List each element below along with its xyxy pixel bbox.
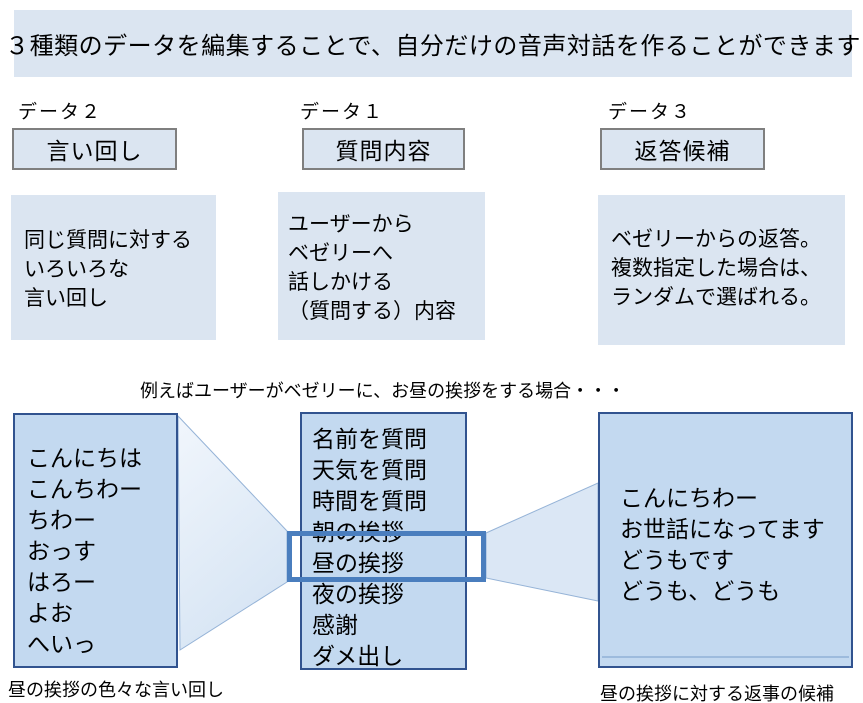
- example-caption: 例えばユーザーがベゼリーに、お昼の挨拶をする場合・・・: [140, 381, 626, 401]
- list-item: よお: [27, 600, 73, 626]
- list-item: 言い回し: [24, 287, 108, 310]
- list-item: （質問する）内容: [288, 300, 456, 323]
- list-item: はろー: [27, 569, 96, 595]
- list-item: 夜の挨拶: [312, 581, 404, 607]
- list-item: 昼の挨拶: [312, 550, 404, 576]
- answers-caption: 昼の挨拶に対する返事の候補: [600, 684, 834, 703]
- list-item: どうもです: [620, 547, 735, 573]
- list-item: ベゼリーからの返答。: [611, 228, 821, 251]
- data3-description-box: ベゼリーからの返答。複数指定した場合は、ランダムで選ばれる。: [598, 195, 845, 345]
- title-banner: ３種類のデータを編集することで、自分だけの音声対話を作ることができます: [5, 10, 860, 77]
- list-item: ランダムで選ばれる。: [611, 286, 821, 309]
- list-item: 名前を質問: [312, 426, 427, 452]
- list-item: こんちわー: [27, 476, 142, 502]
- list-item: ちわー: [27, 507, 96, 533]
- data2-description-box: 同じ質問に対するいろいろな言い回し: [11, 195, 216, 340]
- left-funnel-shape: [177, 414, 288, 651]
- data3-label: データ３: [608, 102, 693, 123]
- data3-tag-box: 返答候補: [600, 128, 765, 170]
- list-item: へいっ: [27, 631, 96, 657]
- list-item: ユーザーから: [288, 213, 414, 236]
- data2-tag-label: 言い回し: [46, 138, 143, 164]
- data1-tag-label: 質問内容: [335, 138, 432, 164]
- list-item: 複数指定した場合は、: [611, 257, 821, 280]
- list-item: こんにちは: [27, 445, 142, 471]
- list-item: 話しかける: [288, 271, 393, 294]
- list-item: お世話になってます: [620, 516, 825, 542]
- list-item: 感謝: [312, 612, 358, 638]
- data3-tag-label: 返答候補: [634, 138, 731, 164]
- list-item: 同じ質問に対する: [24, 229, 192, 252]
- answers-list-box: こんにちわーお世話になってますどうもですどうも、どうも: [598, 412, 853, 668]
- list-item: 時間を質問: [312, 488, 427, 514]
- right-funnel-shape: [485, 482, 599, 602]
- data1-tag-box: 質問内容: [302, 128, 465, 170]
- selected-question-highlight: [287, 531, 486, 582]
- data2-label: データ２: [18, 102, 103, 123]
- list-item: どうも、どうも: [620, 578, 781, 604]
- list-item: おっす: [27, 538, 96, 564]
- data1-label: データ１: [300, 102, 385, 123]
- page-title: ３種類のデータを編集することで、自分だけの音声対話を作ることができます: [5, 33, 861, 60]
- answers-box-bevel-line: [602, 656, 849, 658]
- list-item: こんにちわー: [620, 485, 758, 511]
- list-item: いろいろな: [24, 258, 129, 281]
- phrases-list-box: こんにちはこんちわーちわーおっすはろーよおへいっ: [13, 413, 178, 668]
- data1-description-box: ユーザーからベゼリーへ話しかける （質問する）内容: [278, 192, 485, 340]
- list-item: 天気を質問: [312, 457, 427, 483]
- data2-tag-box: 言い回し: [12, 128, 177, 170]
- questions-list-box: 名前を質問天気を質問時間を質問朝の挨拶昼の挨拶夜の挨拶感謝ダメ出し: [300, 412, 467, 670]
- list-item: ダメ出し: [312, 643, 404, 669]
- list-item: ベゼリーへ: [288, 242, 393, 265]
- phrases-caption: 昼の挨拶の色々な言い回し: [8, 680, 224, 700]
